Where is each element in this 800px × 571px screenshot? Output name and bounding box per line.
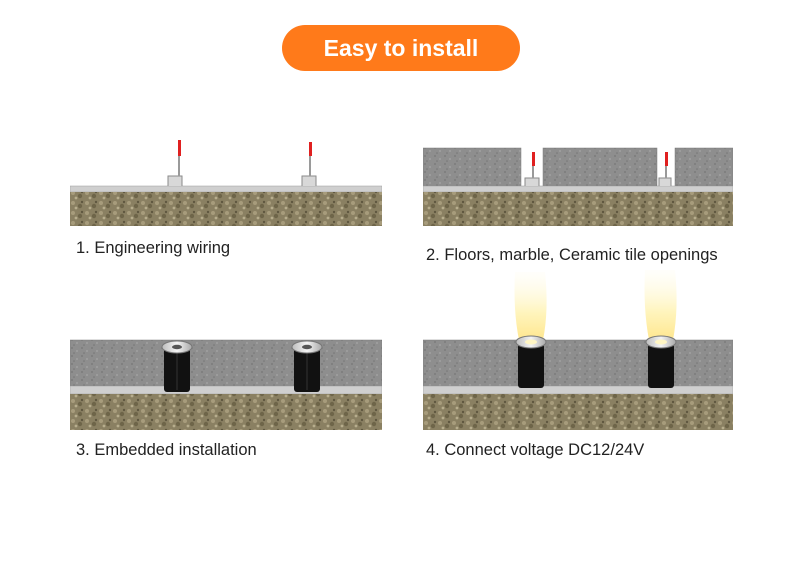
step1-illustration [70,130,382,226]
step3-illustration [70,338,382,430]
step4-caption: 4. Connect voltage DC12/24V [426,441,645,459]
step1-caption: 1. Engineering wiring [76,239,231,257]
inground-light-1 [161,340,193,392]
inground-light-2 [291,340,323,392]
title-text: Easy to install [323,34,479,61]
lit-light-2 [645,335,677,388]
step2-illustration [423,130,733,226]
step2-caption: 2. Floors, marble, Ceramic tile openings [426,246,718,264]
step3-caption: 3. Embedded installation [76,441,257,459]
lit-light-1 [515,335,547,388]
title-banner: Easy to install [282,25,520,71]
step4-illustration [423,260,733,430]
